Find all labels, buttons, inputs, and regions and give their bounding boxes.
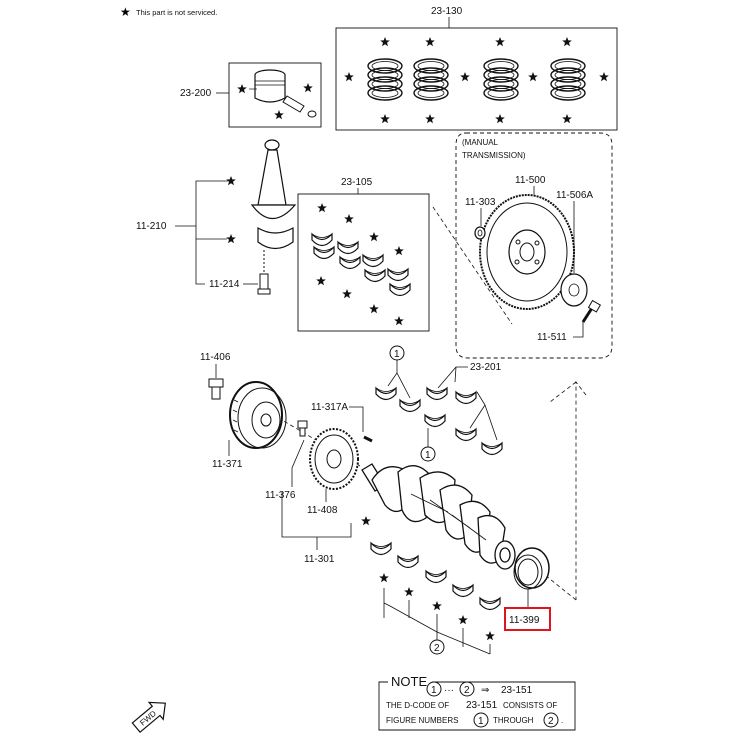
group-connecting-rod[interactable]: 11-210 11-214 (136, 139, 297, 295)
group-conrod-bearings[interactable]: 23-105 (297, 177, 430, 332)
pulse-bolt-icon (297, 420, 308, 437)
group-main-bearings-lower[interactable]: 2 (370, 542, 501, 655)
ring-set-2 (414, 59, 448, 100)
group-piston-assembly[interactable]: 23-200 (180, 62, 322, 128)
legend-star-icon: ★ (120, 5, 131, 19)
highlighted-part-11-399[interactable]: 11-399 (504, 607, 551, 631)
label-11-399: 11-399 (509, 615, 540, 626)
label-11-506A: 11-506A (556, 190, 593, 201)
ring-star-icons (344, 37, 609, 124)
label-11-210: 11-210 (136, 221, 167, 232)
group-manual-transmission[interactable]: (MANUAL TRANSMISSION) 11-500 11-303 11-5… (455, 132, 613, 359)
legend: ★ This part is not serviced. (120, 5, 217, 19)
label-11-214: 11-214 (209, 279, 240, 290)
label-11-500: 11-500 (515, 175, 546, 186)
circle-ref-1-middle: 1 (420, 446, 436, 462)
svg-text:1: 1 (394, 349, 400, 360)
piston-assembly-box (228, 62, 322, 128)
svg-text:2: 2 (548, 716, 554, 727)
label-11-371: 11-371 (212, 459, 243, 470)
label-23-130: 23-130 (431, 6, 463, 17)
svg-text:2: 2 (464, 685, 470, 696)
highlight-box (504, 607, 551, 631)
rear-oil-seal-icon (513, 547, 550, 590)
pulse-plate-icon (309, 428, 359, 490)
label-23-200: 23-200 (180, 88, 212, 99)
main-bearing-shells-upper (375, 387, 503, 456)
svg-text:THE D-CODE OF: THE D-CODE OF (386, 701, 449, 710)
group-crankshaft[interactable]: 11-317A 11-376 11-408 11-301 (265, 402, 550, 608)
label-11-376: 11-376 (265, 490, 296, 501)
circle-ref-1-top: 1 (389, 345, 405, 361)
conrod-bearings-box (297, 193, 430, 332)
label-11-406: 11-406 (200, 352, 231, 363)
svg-text:1: 1 (478, 716, 484, 727)
legend-text: This part is not serviced. (136, 8, 217, 17)
flywheel-bolt-icon (581, 299, 602, 323)
circle-ref-2: 2 (429, 639, 445, 655)
group-pulley[interactable]: 11-406 11-371 (200, 352, 287, 470)
svg-text:⇒: ⇒ (481, 685, 489, 696)
bearing-shells (311, 233, 411, 297)
crankshaft-icon (361, 463, 516, 570)
connecting-rod-icon (250, 139, 297, 250)
conrod-bolt-icon (257, 250, 271, 295)
note-box: NOTE 1 ··· 2 ⇒ 23-151 THE D-CODE OF 23-1… (378, 674, 576, 731)
label-23-105: 23-105 (341, 177, 373, 188)
svg-text:2: 2 (434, 643, 440, 654)
ring-set-4 (551, 59, 585, 100)
pulley-bolt-icon (208, 378, 224, 400)
note-row-2: THE D-CODE OF 23-151 CONSISTS OF (386, 700, 557, 711)
label-11-301: 11-301 (304, 554, 335, 565)
svg-text:FIGURE NUMBERS: FIGURE NUMBERS (386, 716, 458, 725)
label-11-511: 11-511 (537, 332, 567, 343)
manual-transmission-label-1: (MANUAL (462, 138, 499, 147)
flywheel-plate-icon (560, 273, 588, 307)
svg-text:THROUGH: THROUGH (493, 716, 534, 725)
svg-text:23-151: 23-151 (501, 685, 533, 696)
svg-text:.: . (561, 716, 563, 725)
key-icon (363, 435, 373, 443)
manual-transmission-label-2: TRANSMISSION) (462, 151, 526, 160)
svg-text:CONSISTS OF: CONSISTS OF (503, 701, 557, 710)
label-11-303: 11-303 (465, 197, 496, 208)
bearing-star-icons (316, 203, 404, 326)
svg-text:1: 1 (431, 685, 437, 696)
flywheel-icon (479, 194, 575, 310)
piston-rings-box (335, 27, 618, 131)
group-main-bearings-upper[interactable]: 23-201 1 1 (375, 345, 503, 462)
piston-icon (254, 69, 286, 103)
manual-transmission-outline (455, 132, 613, 359)
note-row-3: FIGURE NUMBERS 1 THROUGH 2 . (386, 712, 563, 728)
note-row-1: 1 ··· 2 ⇒ 23-151 (426, 681, 533, 697)
piston-pin-icon (282, 95, 317, 118)
label-23-201: 23-201 (470, 362, 502, 373)
group-piston-rings[interactable]: 23-130 (335, 6, 618, 131)
pulley-icon (229, 381, 287, 449)
ring-set-1 (368, 59, 402, 100)
note-title: NOTE (391, 674, 427, 689)
ring-set-3 (484, 59, 518, 100)
fwd-arrow-icon: FWD (131, 701, 167, 734)
pilot-bearing-icon (474, 226, 486, 240)
svg-text:···: ··· (444, 685, 454, 696)
label-11-317A: 11-317A (311, 402, 348, 413)
svg-text:23-151: 23-151 (466, 700, 498, 711)
svg-text:1: 1 (425, 450, 431, 461)
label-11-408: 11-408 (307, 505, 338, 516)
